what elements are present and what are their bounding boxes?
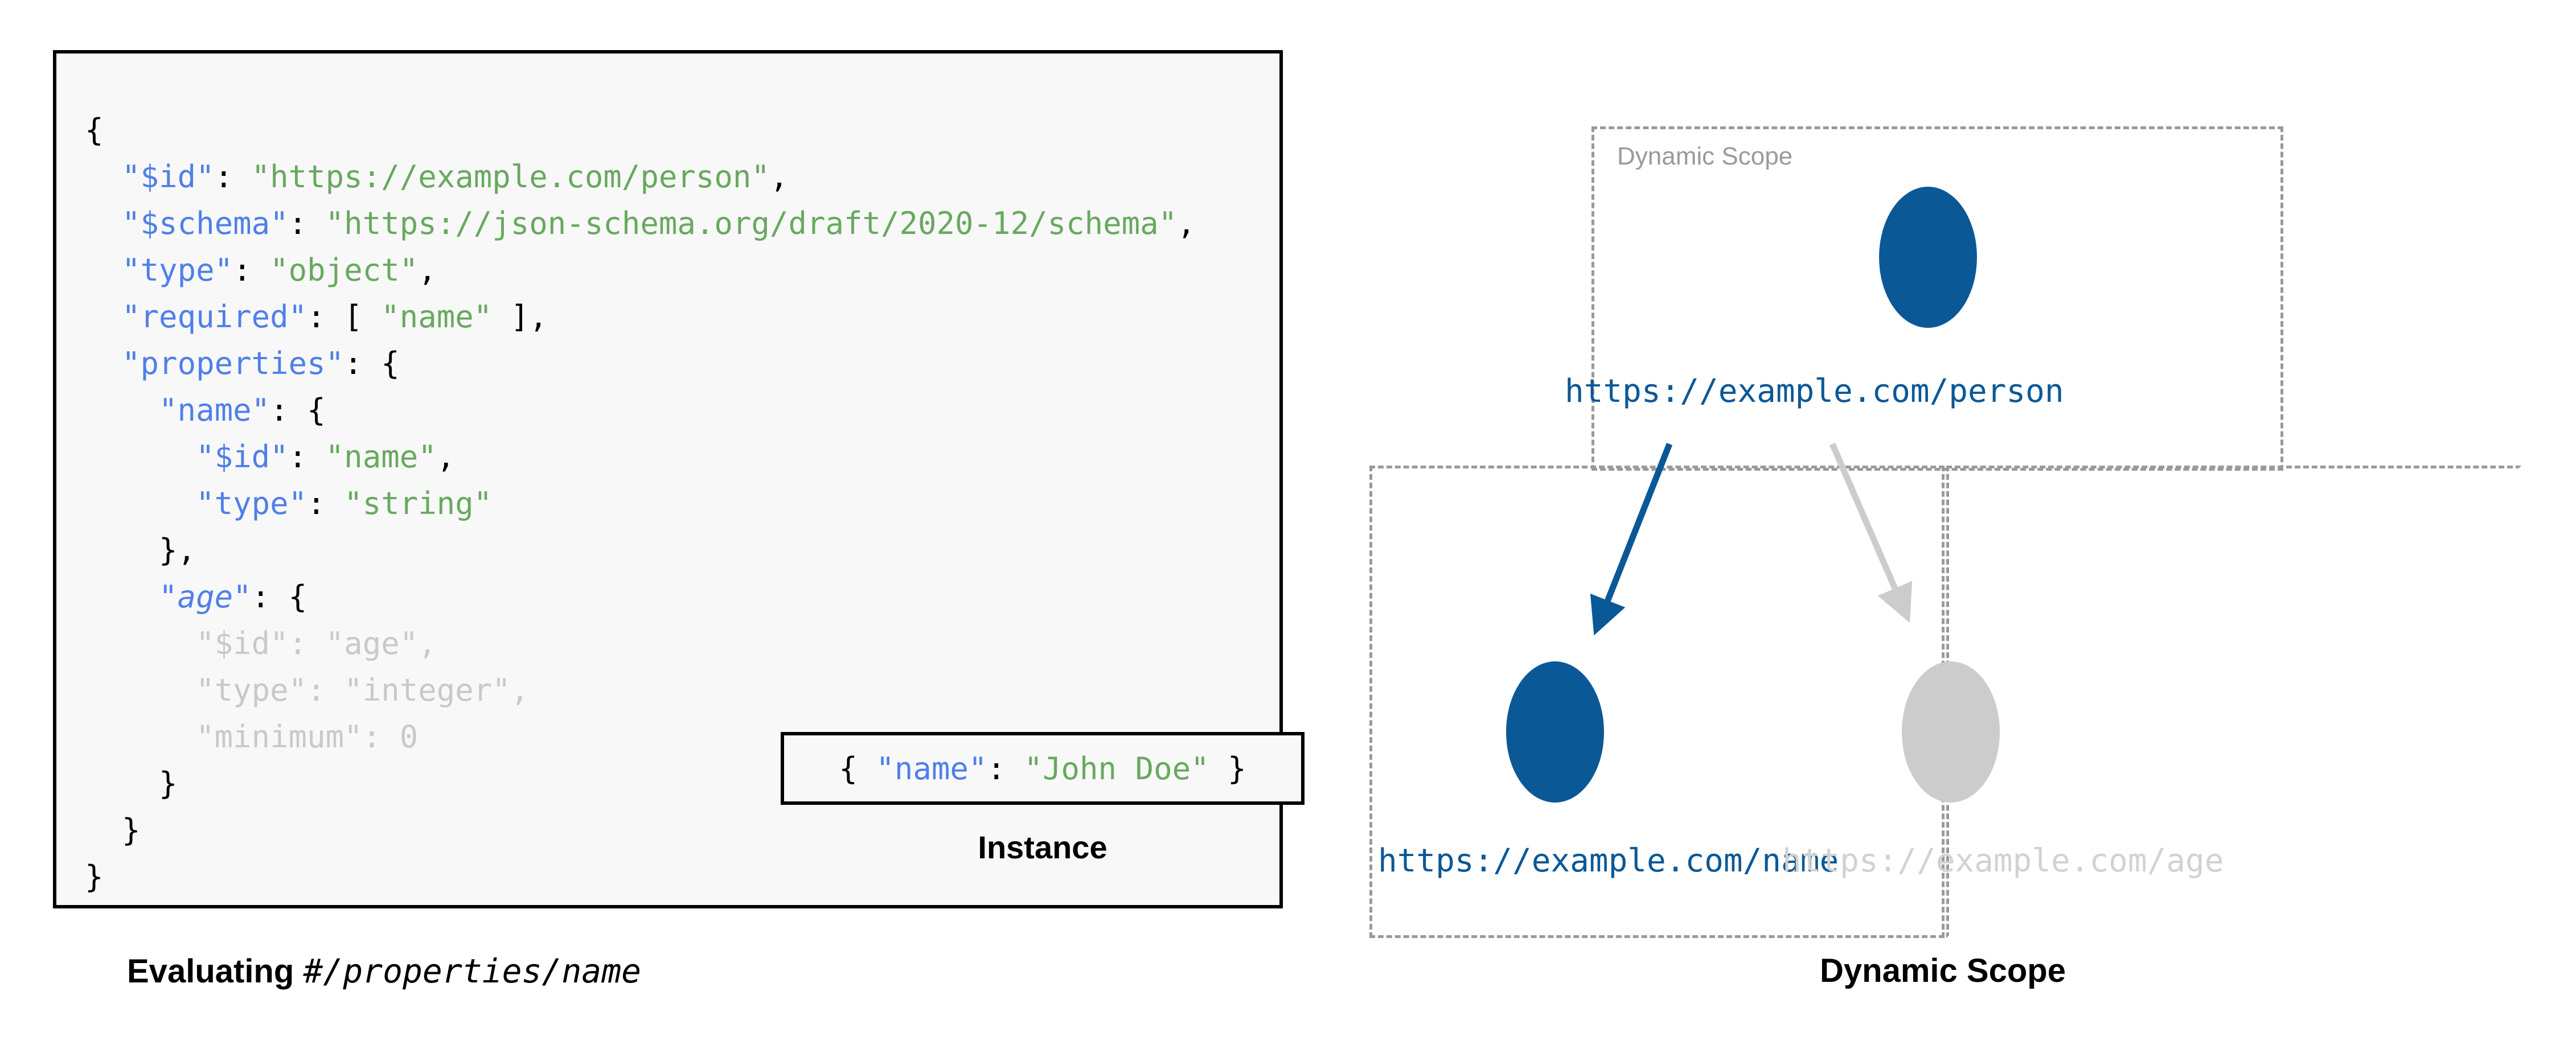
- edge-arrows: [1590, 442, 1913, 636]
- code-token: "https://example.com/person": [251, 159, 770, 195]
- node-label-name: https://example.com/name: [1378, 842, 1839, 879]
- code-line: "type": "integer",: [85, 672, 529, 708]
- code-token: :: [307, 672, 344, 708]
- code-token: ,: [436, 439, 456, 475]
- node-circle-age: [1902, 661, 2000, 803]
- code-token: "John Doe": [1024, 750, 1209, 787]
- code-token: :: [288, 205, 326, 241]
- code-token: :: [214, 159, 252, 195]
- code-token: "name": [325, 439, 437, 475]
- code-line: "name": {: [85, 392, 326, 428]
- code-token: }: [122, 812, 141, 848]
- code-token: "string": [344, 486, 493, 521]
- instance-box: { "name": "John Doe" }: [781, 732, 1305, 805]
- code-line: }: [85, 859, 104, 895]
- code-token: "type": [196, 486, 307, 521]
- dynamic-scope-diagram: Dynamic Scope https://example.com/person…: [1310, 85, 2576, 996]
- code-token: ,: [510, 672, 530, 708]
- node-circle-person: [1879, 187, 1977, 328]
- code-token: : {: [270, 392, 326, 428]
- edge-person-to-age: [1829, 442, 1913, 623]
- code-token: ,: [418, 252, 437, 288]
- scope-box-person: [1591, 126, 2283, 471]
- code-token: "$id": [196, 439, 289, 475]
- code-line: "$id": "https://example.com/person",: [85, 159, 788, 195]
- code-token: :: [987, 750, 1024, 787]
- code-line: "$schema": "https://json-schema.org/draf…: [85, 205, 1196, 241]
- code-token: "integer": [344, 672, 511, 708]
- code-line: }: [85, 812, 141, 848]
- instance-caption: Instance: [978, 829, 1107, 865]
- code-token: "https://json-schema.org/draft/2020-12/s…: [325, 205, 1178, 241]
- node-circle-name: [1506, 661, 1604, 803]
- evaluating-caption-bold: Evaluating: [127, 953, 294, 990]
- node-label-person: https://example.com/person: [1565, 373, 2064, 410]
- scope-box-label: Dynamic Scope: [1617, 142, 1793, 170]
- code-line: "properties": {: [85, 345, 400, 381]
- code-token: :: [288, 626, 326, 661]
- code-token: : 0: [362, 719, 419, 755]
- code-token: : {: [251, 579, 307, 615]
- code-token: }: [1209, 750, 1246, 787]
- code-token: "object": [270, 252, 419, 288]
- schema-panel: { "$id": "https://example.com/person", "…: [53, 50, 1305, 908]
- code-token: "properties": [122, 345, 344, 381]
- code-token: {: [839, 750, 876, 787]
- code-token: : {: [344, 345, 400, 381]
- edge-person-to-name: [1590, 442, 1673, 636]
- code-token: ,: [1177, 205, 1196, 241]
- code-line: {: [85, 112, 104, 148]
- code-token: "name": [159, 392, 270, 428]
- code-token: "name": [876, 750, 987, 787]
- code-line: "$id": "name",: [85, 439, 455, 475]
- code-line: "$id": "age",: [85, 626, 437, 661]
- code-line: "minimum": 0: [85, 719, 418, 755]
- code-token: "$schema": [122, 205, 289, 241]
- code-line: "age": {: [85, 579, 307, 615]
- code-line: "type": "string": [85, 486, 492, 521]
- code-token: }: [85, 859, 104, 895]
- code-token: :: [307, 486, 344, 521]
- code-line: }: [85, 766, 178, 801]
- code-token: : [: [307, 299, 382, 335]
- schema-code-block: { "$id": "https://example.com/person", "…: [85, 107, 1196, 900]
- code-token: "age": [325, 626, 419, 661]
- code-line: "type": "object",: [85, 252, 437, 288]
- code-token: }: [159, 766, 178, 801]
- code-token: "$id": [122, 159, 215, 195]
- code-token: :: [233, 252, 270, 288]
- code-token: "name": [381, 299, 493, 335]
- code-token: "age": [159, 579, 252, 615]
- node-label-age: https://example.com/age: [1782, 842, 2224, 879]
- code-line: },: [85, 532, 196, 568]
- code-token: {: [85, 112, 104, 148]
- code-token: "minimum": [196, 719, 363, 755]
- code-token: ,: [418, 626, 437, 661]
- code-token: ,: [769, 159, 789, 195]
- code-token: "$id": [196, 626, 289, 661]
- code-token: :: [288, 439, 326, 475]
- code-token: "type": [122, 252, 233, 288]
- code-token: "type": [196, 672, 307, 708]
- dynamic-scope-caption: Dynamic Scope: [1820, 952, 2066, 989]
- code-line: "required": [ "name" ],: [85, 299, 548, 335]
- code-token: },: [159, 532, 196, 568]
- evaluating-caption: Evaluating #/properties/name: [53, 952, 1283, 990]
- instance-code: { "name": "John Doe" }: [839, 751, 1246, 787]
- code-token: ],: [492, 299, 548, 335]
- evaluating-caption-pointer: #/properties/name: [303, 952, 642, 990]
- code-token: "required": [122, 299, 307, 335]
